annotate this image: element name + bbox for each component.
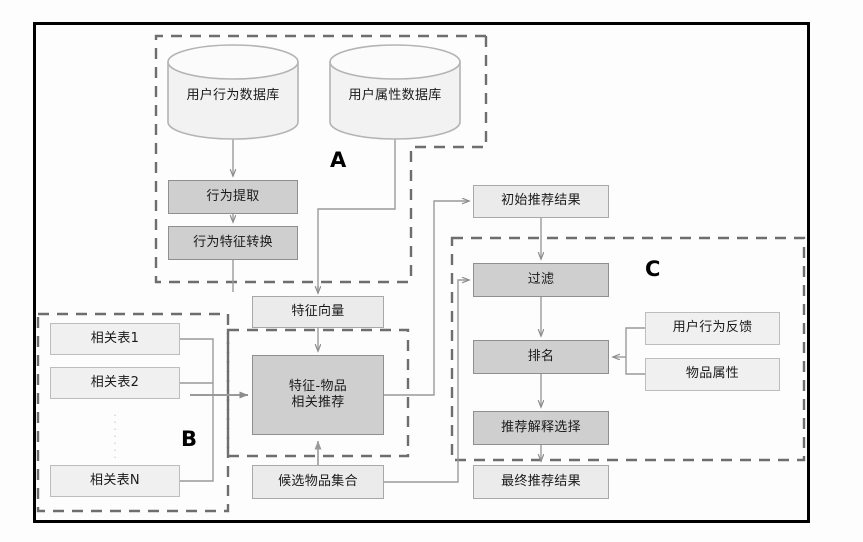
group-b-dashed-boundary	[36, 312, 230, 513]
initial-recommend-result-box[interactable]: 初始推荐结果	[473, 185, 609, 218]
recommend-explanation-select-label: 推荐解释选择	[501, 419, 581, 435]
ranking-box[interactable]: 排名	[473, 340, 609, 374]
edge-tablen-bus	[180, 395, 214, 482]
group-label-b: B	[181, 427, 198, 451]
related-table-1-box[interactable]: 相关表1	[50, 323, 180, 355]
feature-item-recommend-label: 特征-物品 相关推荐	[288, 378, 348, 410]
edge-table1-bus	[180, 338, 214, 395]
group-a-dashed-boundary	[154, 34, 486, 284]
feature-vector-label: 特征向量	[291, 303, 345, 319]
edge-candidate-to-filter	[384, 280, 469, 483]
final-recommend-result-label: 最终推荐结果	[501, 473, 581, 489]
related-table-n-box[interactable]: 相关表N	[50, 465, 180, 497]
final-recommend-result-box[interactable]: 最终推荐结果	[473, 465, 609, 499]
behavior-feature-transform-box[interactable]: 行为特征转换	[168, 226, 298, 260]
candidate-item-set-box[interactable]: 候选物品集合	[252, 465, 384, 499]
behavior-extraction-box[interactable]: 行为提取	[168, 180, 298, 214]
item-attribute-label: 物品属性	[685, 366, 740, 382]
user-attribute-database-label: 用户属性数据库	[348, 88, 442, 103]
related-table-1-label: 相关表1	[90, 330, 140, 346]
behavior-feature-transform-label: 行为特征转换	[193, 234, 273, 250]
user-behavior-database	[167, 44, 299, 140]
related-table-2-box[interactable]: 相关表2	[50, 367, 180, 399]
outer-frame	[33, 22, 810, 523]
ranking-label: 排名	[527, 348, 555, 364]
related-table-n-label: 相关表N	[90, 472, 140, 488]
behavior-extraction-label: 行为提取	[206, 188, 260, 204]
item-attribute-box[interactable]: 物品属性	[645, 358, 780, 391]
related-table-2-label: 相关表2	[90, 374, 140, 390]
user-behavior-feedback-label: 用户行为反馈	[672, 320, 753, 336]
edge-attributedb-down	[317, 139, 396, 292]
filter-box[interactable]: 过滤	[473, 263, 609, 297]
initial-recommend-result-label: 初始推荐结果	[501, 193, 581, 209]
user-behavior-database-label: 用户行为数据库	[186, 88, 280, 103]
user-attribute-database	[329, 44, 461, 140]
filter-label: 过滤	[527, 271, 555, 287]
recommend-explanation-select-box[interactable]: 推荐解释选择	[473, 411, 609, 445]
feature-item-recommend-box[interactable]: 特征-物品 相关推荐	[252, 355, 384, 435]
edge-itemattr-bus	[625, 357, 645, 375]
feature-vector-box[interactable]: 特征向量	[252, 296, 384, 328]
group-label-a: A	[330, 148, 347, 172]
group-c-dashed-boundary	[450, 236, 806, 462]
group-a-dashed-boundary-right	[409, 36, 488, 282]
ellipsis-dots: ·······	[113, 409, 117, 464]
edge-feedback-bus	[625, 327, 645, 357]
user-behavior-feedback-box[interactable]: 用户行为反馈	[645, 312, 780, 345]
group-label-c: C	[645, 257, 661, 281]
edge-core-to-initialresult	[384, 201, 469, 396]
candidate-item-set-label: 候选物品集合	[278, 473, 358, 489]
